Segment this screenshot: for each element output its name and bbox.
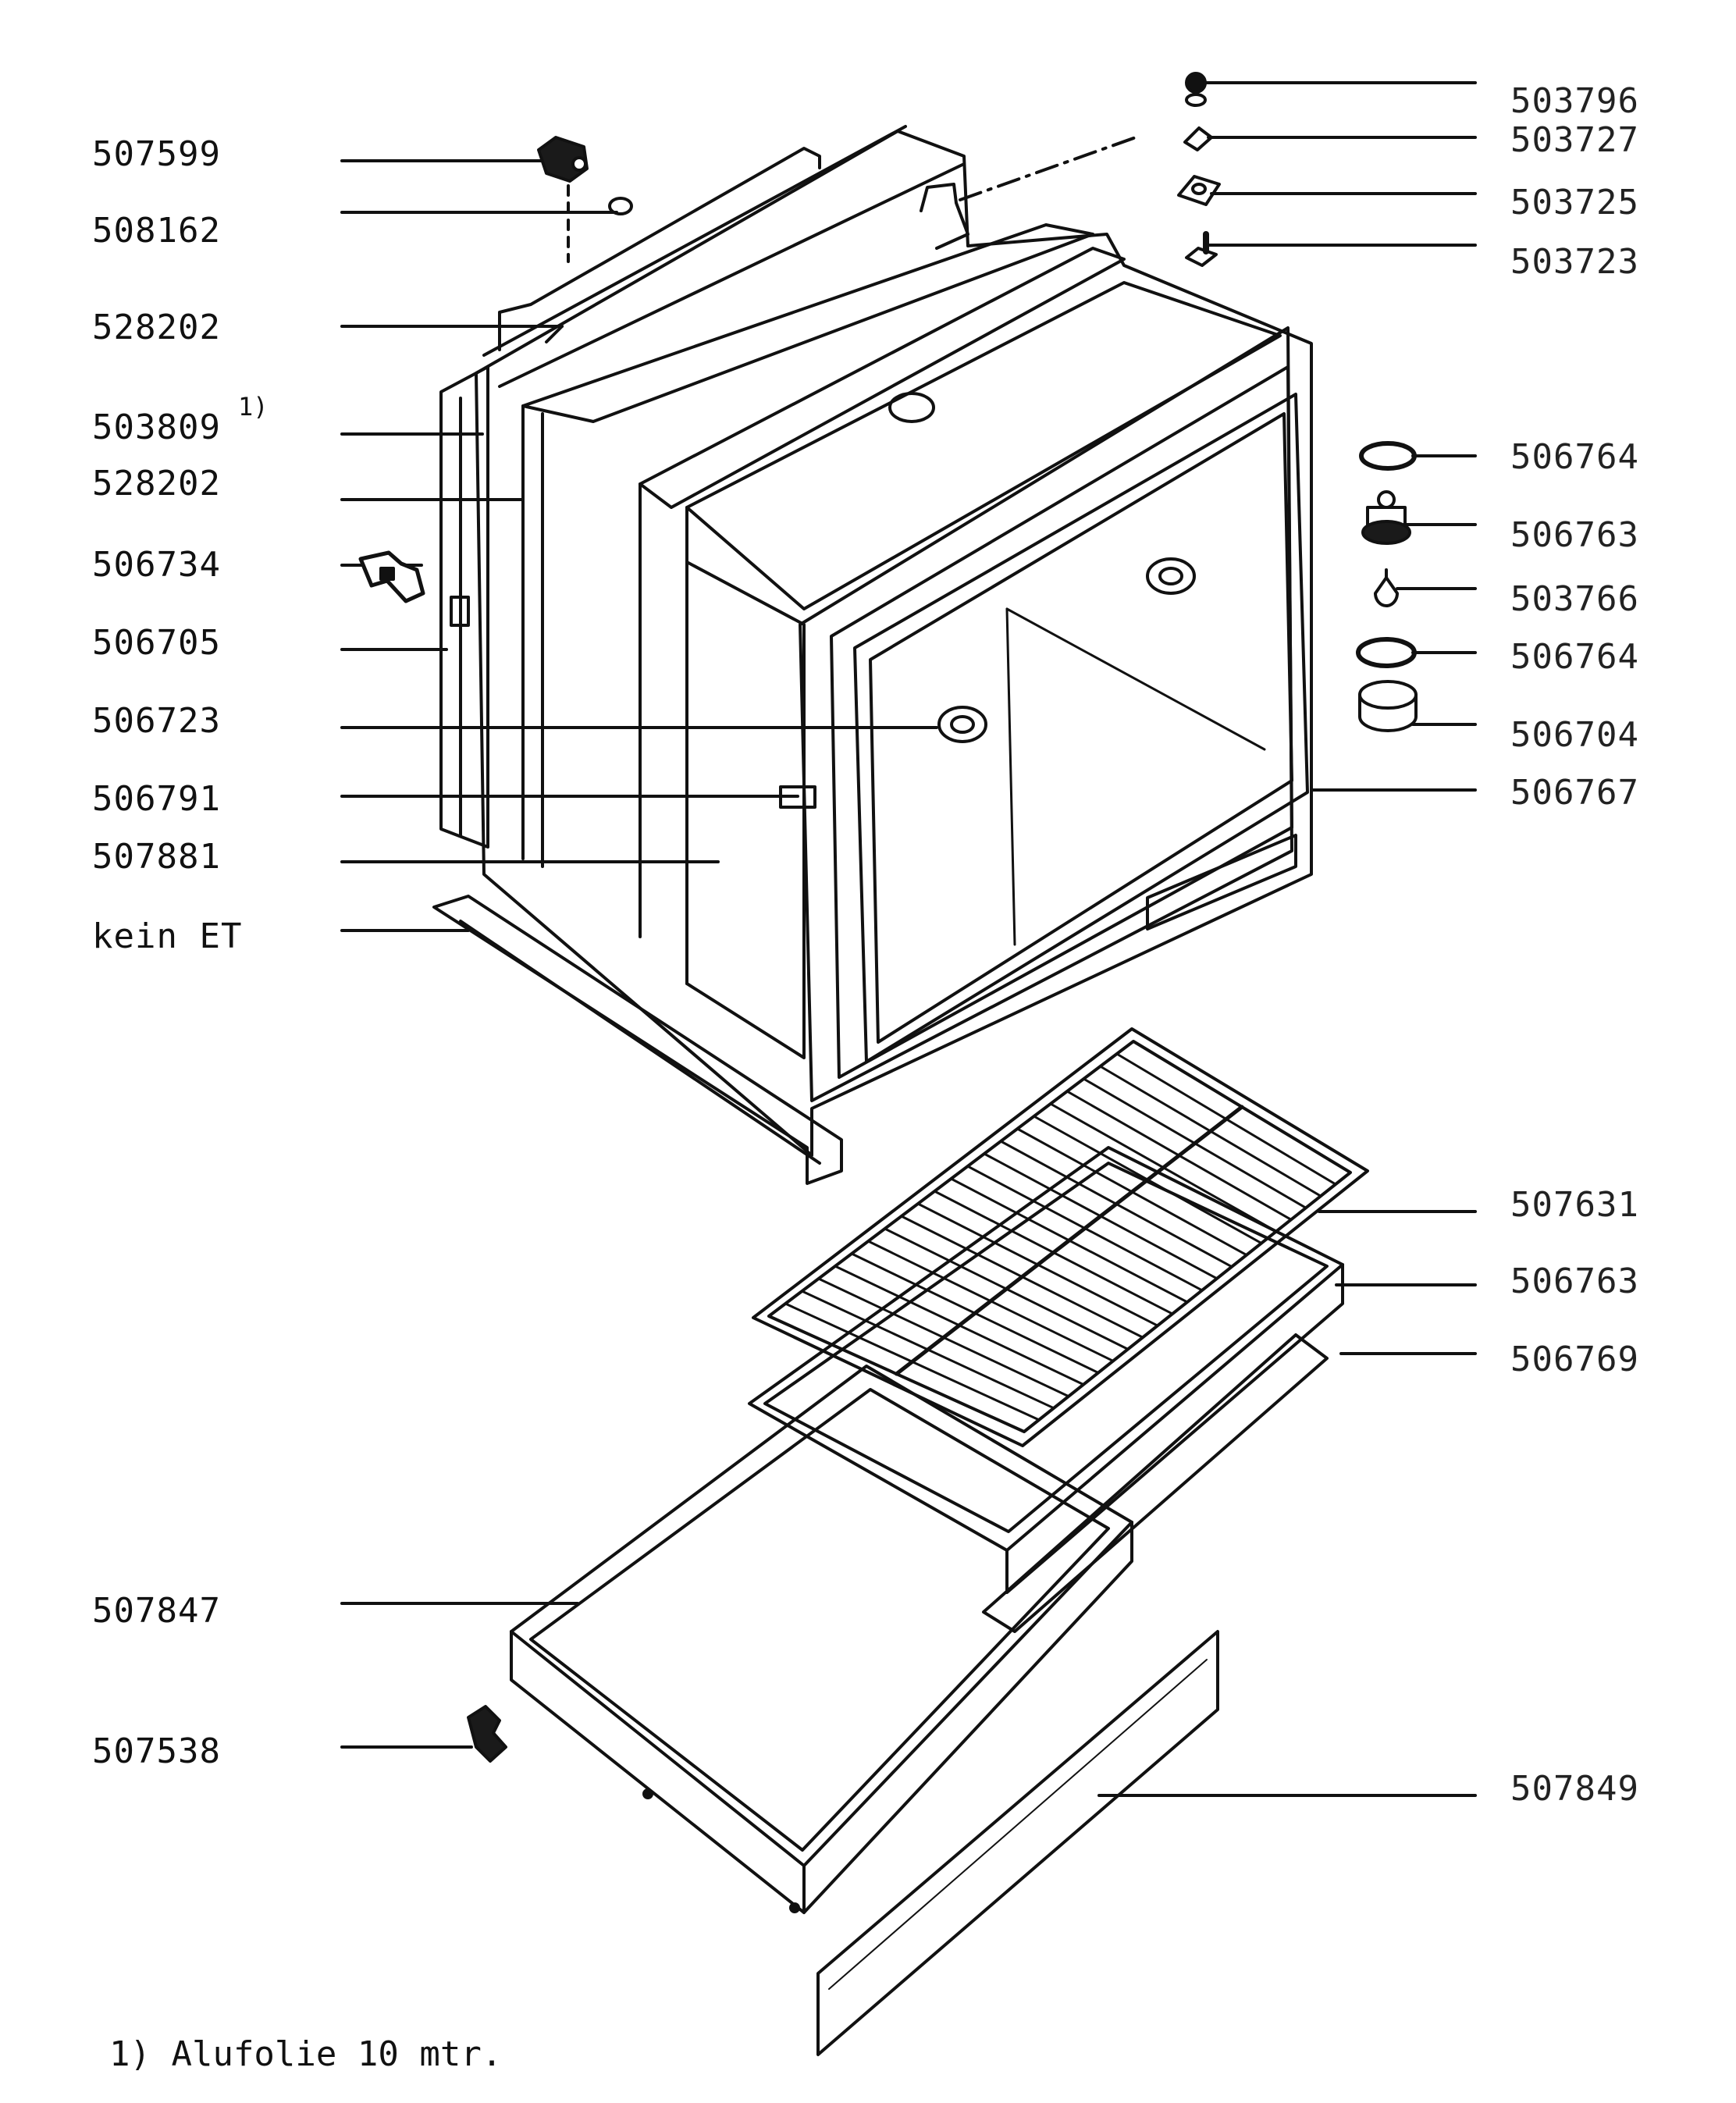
tray-support xyxy=(984,1335,1327,1632)
part-number-label: 503766 xyxy=(1510,579,1639,619)
lamp-cover xyxy=(1360,695,1416,731)
mounting-plate xyxy=(1179,176,1219,205)
part-number-label: 503723 xyxy=(1510,242,1639,282)
part-number-label: 507849 xyxy=(1510,1769,1639,1809)
lamp-socket-left xyxy=(939,707,986,742)
part-number-label: 506764 xyxy=(1510,437,1639,477)
part-number-label: 508162 xyxy=(92,211,221,251)
part-number-label: 503725 xyxy=(1510,183,1639,222)
lamp-gasket-2 xyxy=(1358,639,1414,666)
lamp-socket-right-inner xyxy=(1160,568,1182,584)
lamp-gasket xyxy=(1361,443,1414,468)
top-edge xyxy=(484,126,905,355)
lamp-cover-top xyxy=(1360,681,1416,708)
part-number-label: 503796 xyxy=(1510,81,1639,121)
part-number-label: 506704 xyxy=(1510,715,1639,755)
bracket-slot xyxy=(381,568,393,579)
drawer-clip xyxy=(468,1706,506,1761)
part-number-label: 503727 xyxy=(1510,120,1639,160)
part-number-label: kein ET xyxy=(92,916,243,956)
part-number-label: 506763 xyxy=(1510,1261,1639,1301)
part-number-label: 506734 xyxy=(92,545,221,585)
storage-drawer xyxy=(511,1366,1132,1913)
rear-band xyxy=(523,225,1093,422)
base-clip xyxy=(1186,248,1216,265)
drawer-top xyxy=(511,1366,1132,1866)
part-number-label: 506723 xyxy=(92,701,221,741)
oven-cavity xyxy=(441,126,1311,1155)
bottom-rail xyxy=(1147,835,1296,929)
baking-tray-side xyxy=(1007,1265,1343,1592)
lamp-socket-right xyxy=(1147,559,1194,593)
cavity-side xyxy=(687,562,804,1058)
cavity-inner-edge xyxy=(1007,609,1265,749)
oven-rack xyxy=(753,1029,1368,1446)
clip-plate xyxy=(1185,128,1211,150)
part-number-label: 506769 xyxy=(1510,1340,1639,1379)
front-frame xyxy=(800,328,1292,1101)
baking-tray-inner xyxy=(765,1163,1327,1532)
panel-slot xyxy=(451,597,468,625)
part-number-label: 528202 xyxy=(92,308,221,347)
part-number-label: 506767 xyxy=(1510,773,1639,813)
right-leader-lines xyxy=(1099,83,1475,1795)
hinge-bracket xyxy=(781,787,815,807)
rack-frame-inner xyxy=(769,1041,1350,1432)
drawer-front-panel xyxy=(818,1632,1218,2055)
knob-ring xyxy=(610,198,631,214)
part-number-label: 503809 xyxy=(92,407,221,447)
assembly-axis xyxy=(960,137,1136,200)
temperature-knob xyxy=(539,137,587,262)
part-number-label: 507599 xyxy=(92,134,221,174)
part-number-label: 506764 xyxy=(1510,637,1639,677)
drawer-screw xyxy=(644,1790,652,1798)
part-number-label: 506705 xyxy=(92,623,221,663)
cavity-outline xyxy=(476,131,1311,1155)
screw-head xyxy=(1186,73,1205,92)
cavity-top xyxy=(687,283,1280,609)
top-inner-edge xyxy=(500,164,964,386)
plate-hole xyxy=(1193,184,1205,194)
front-band xyxy=(640,248,1124,507)
side-insulation-panel xyxy=(441,367,488,847)
lamp-assembly xyxy=(1358,443,1416,731)
part-number-label: 506763 xyxy=(1510,515,1639,555)
drawer-screw xyxy=(791,1904,799,1912)
left-leader-lines xyxy=(342,161,937,1747)
rack-bars xyxy=(785,1054,1336,1420)
rack-cross-bar xyxy=(897,1107,1243,1374)
bottom-trim-edge xyxy=(461,921,820,1163)
part-number-label: 528202 xyxy=(92,464,221,504)
door-seal-inner xyxy=(870,414,1292,1042)
washer xyxy=(1186,94,1205,105)
footnote-marker: 1) xyxy=(238,392,269,422)
drawer-inner xyxy=(531,1390,1108,1850)
bottom-trim-rail xyxy=(434,896,841,1183)
door-seal xyxy=(855,394,1307,1062)
lamp-socket-left-inner xyxy=(952,717,973,732)
knob-center xyxy=(573,158,585,170)
rack-frame xyxy=(753,1029,1368,1446)
part-number-label: 507631 xyxy=(1510,1185,1639,1225)
lamp-bulb xyxy=(1375,570,1397,606)
front-frame-inner xyxy=(831,367,1292,1077)
connector-tube-end xyxy=(546,326,562,342)
panel-edge xyxy=(829,1660,1207,1989)
lamp-socket-base xyxy=(1363,521,1410,543)
drawer-front-right xyxy=(804,1522,1132,1913)
top-vent-hole xyxy=(890,393,934,422)
part-number-label: 507847 xyxy=(92,1591,221,1631)
part-number-label: 506791 xyxy=(92,779,221,819)
part-number-label: 507881 xyxy=(92,837,221,877)
connector-tube xyxy=(500,148,820,350)
cavity-inner-edge xyxy=(1007,609,1015,945)
lamp-contact xyxy=(1378,492,1394,507)
footnote: 1) Alufolie 10 mtr. xyxy=(109,2034,503,2074)
thermostat-bracket xyxy=(921,184,968,248)
drawer-front-left xyxy=(511,1632,804,1913)
fastener-stack xyxy=(1179,73,1219,265)
part-number-label: 507538 xyxy=(92,1731,221,1771)
